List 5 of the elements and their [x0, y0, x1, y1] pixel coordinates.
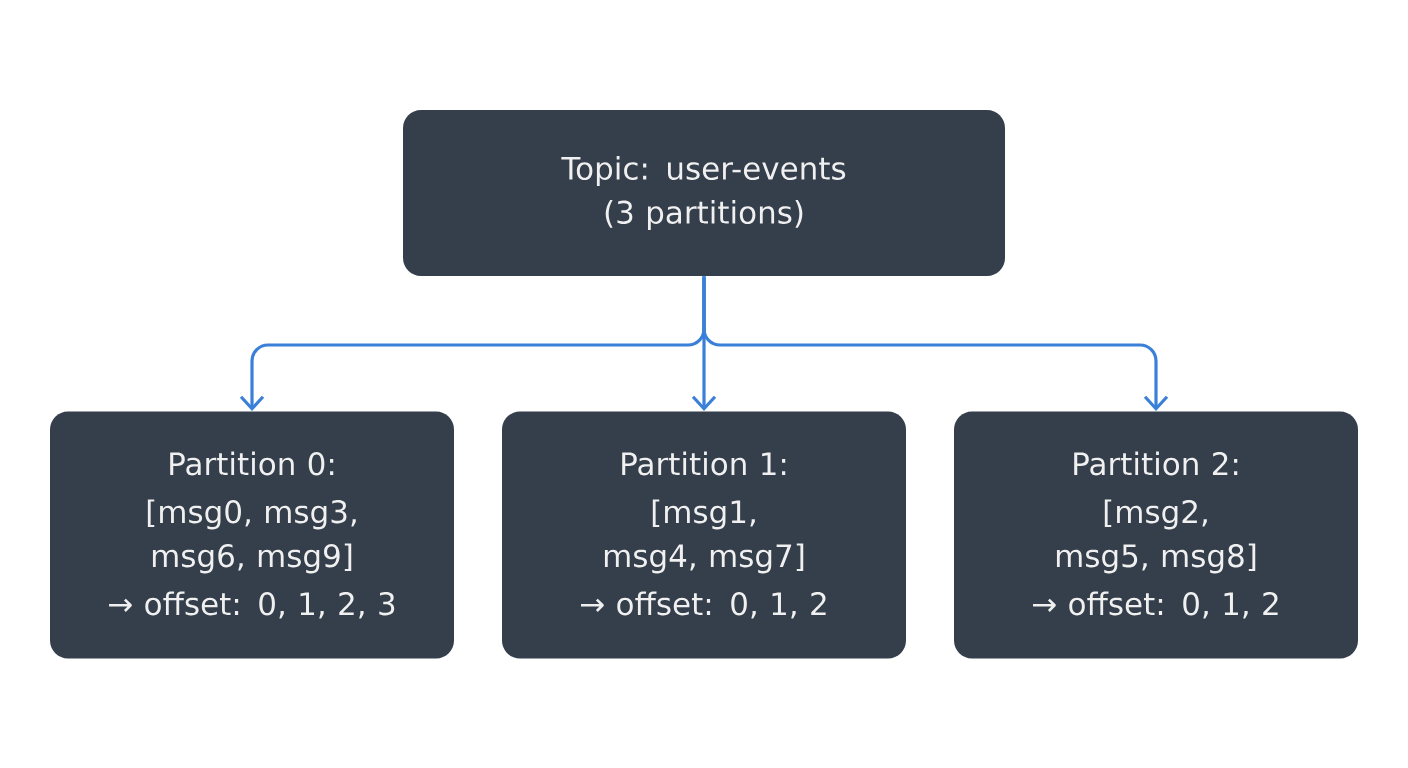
arrow — [702, 276, 1169, 412]
partition-box: Partition 1: [msg1, msg4, msg7] → offset: 0, 1, 2 — [502, 411, 906, 659]
partition-box: Partition 2: [msg2, msg5, msg8] → offset: 0, 1, 2 — [954, 411, 1358, 659]
topic-box: Topic: user-events (3 partitions) — [403, 110, 1005, 276]
partition-box: Partition 0: [msg0, msg3, msg6, msg9] → offset: 0, 1, 2, 3 — [50, 411, 454, 659]
